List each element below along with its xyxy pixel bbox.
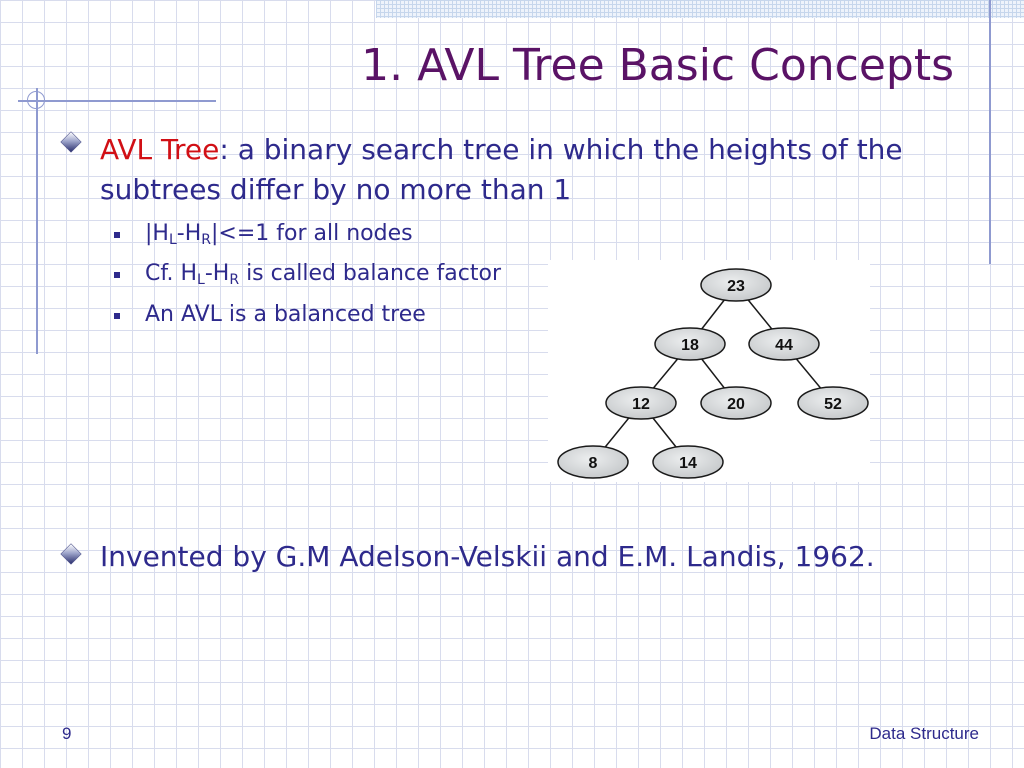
subscript-l: L bbox=[168, 232, 177, 248]
tree-node-label: 14 bbox=[679, 455, 697, 472]
bullet-inventors: Invented by G.M Adelson-Velskii and E.M.… bbox=[100, 540, 875, 573]
balanced-tree-text: An AVL is a balanced tree bbox=[145, 302, 426, 327]
bullet-avl-definition: AVL Tree: a binary search tree in which … bbox=[100, 130, 930, 210]
tree-node-label: 52 bbox=[824, 396, 842, 413]
avl-tree-term: AVL Tree bbox=[100, 133, 220, 166]
rule-text-post: |<=1 for all nodes bbox=[211, 221, 413, 246]
tree-node-label: 18 bbox=[681, 337, 699, 354]
tree-node-12: 12 bbox=[605, 386, 677, 420]
footer-course-name: Data Structure bbox=[869, 724, 979, 743]
tree-node-14: 14 bbox=[652, 445, 724, 479]
tree-node-52: 52 bbox=[797, 386, 869, 420]
tree-node-label: 20 bbox=[727, 396, 745, 413]
tree-node-18: 18 bbox=[654, 327, 726, 361]
horizontal-accent-line bbox=[18, 100, 216, 102]
bf-text-post: is called balance factor bbox=[239, 261, 501, 286]
square-bullet-icon bbox=[114, 313, 120, 319]
tree-node-label: 23 bbox=[727, 278, 745, 295]
tree-node-8: 8 bbox=[557, 445, 629, 479]
slide-title: 1. AVL Tree Basic Concepts bbox=[361, 40, 954, 91]
subscript-l: L bbox=[197, 272, 205, 288]
crosshair-ring-icon bbox=[27, 91, 45, 109]
avl-definition-text: : a binary search tree in which the heig… bbox=[100, 133, 903, 206]
vertical-accent-line-left bbox=[36, 88, 38, 354]
rule-text-pre: |H bbox=[145, 221, 169, 246]
diamond-bullet-icon bbox=[61, 544, 81, 564]
square-bullet-icon bbox=[114, 272, 120, 278]
diamond-bullet-icon bbox=[61, 132, 81, 152]
tree-node-label: 12 bbox=[632, 396, 650, 413]
subscript-r: R bbox=[201, 232, 211, 248]
avl-tree-svg: 23 18 44 12 20 52 8 14 bbox=[557, 268, 869, 479]
vertical-accent-line-right bbox=[989, 0, 991, 264]
tree-node-label: 44 bbox=[775, 337, 793, 354]
subscript-r: R bbox=[229, 272, 240, 288]
tree-node-label: 8 bbox=[589, 455, 598, 472]
tree-node-23: 23 bbox=[700, 268, 772, 302]
square-bullet-icon bbox=[114, 232, 120, 238]
top-decorative-band bbox=[376, 0, 1024, 18]
bf-text-pre: Cf. H bbox=[145, 261, 198, 286]
tree-node-20: 20 bbox=[700, 386, 772, 420]
bf-text-mid: -H bbox=[204, 261, 230, 286]
avl-tree-diagram: 23 18 44 12 20 52 8 14 bbox=[548, 260, 870, 482]
rule-text-mid: -H bbox=[176, 221, 202, 246]
tree-node-44: 44 bbox=[748, 327, 820, 361]
page-number: 9 bbox=[62, 724, 72, 743]
